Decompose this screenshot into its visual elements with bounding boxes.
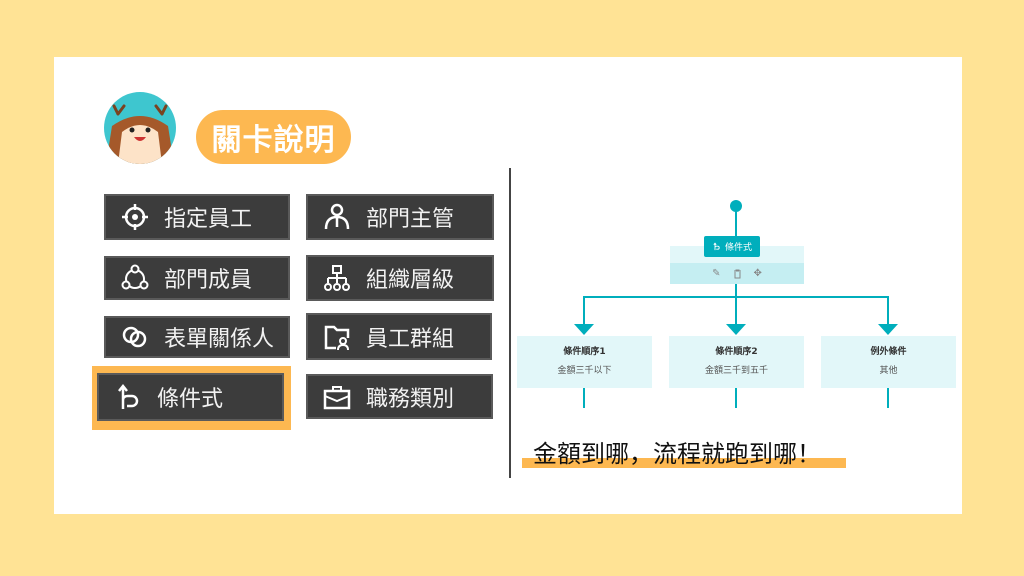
conditional-node-label[interactable]: 條件式	[704, 236, 760, 257]
button-label: 組織層級	[366, 268, 455, 293]
connector	[735, 284, 737, 324]
connector	[735, 388, 737, 408]
button-label: 部門主管	[366, 207, 455, 232]
connector	[735, 206, 737, 238]
edit-icon[interactable]: ✎	[712, 268, 721, 279]
button-label: 表單關係人	[164, 327, 275, 352]
button-employee-group[interactable]: 員工群組	[306, 313, 492, 360]
arrow-down-icon	[574, 324, 594, 335]
supervisor-icon	[324, 203, 350, 230]
target-icon	[122, 204, 148, 230]
button-department-members[interactable]: 部門成員	[104, 256, 290, 300]
button-job-category[interactable]: 職務類別	[306, 374, 493, 419]
connector	[583, 296, 889, 298]
button-department-supervisor[interactable]: 部門主管	[306, 194, 494, 240]
arrow-down-icon	[726, 324, 746, 335]
connector	[583, 388, 585, 408]
trash-icon[interactable]	[733, 269, 742, 279]
branch-box[interactable]: 條件順序1 金額三千以下	[517, 336, 652, 388]
branch-title: 條件順序1	[563, 347, 606, 357]
connector	[583, 296, 585, 324]
slogan-highlight	[522, 458, 846, 468]
node-label: 條件式	[724, 243, 752, 253]
button-assigned-employee[interactable]: 指定員工	[104, 194, 290, 240]
button-org-level[interactable]: 組織層級	[306, 255, 494, 301]
divider	[509, 168, 511, 478]
branch-desc: 金額三千到五千	[704, 366, 768, 376]
button-label: 指定員工	[164, 207, 253, 232]
move-icon[interactable]: ✥	[753, 268, 762, 279]
members-icon	[121, 264, 149, 290]
page-title: 關卡說明	[196, 110, 351, 164]
branch-desc: 金額三千以下	[557, 366, 612, 376]
folder-user-icon	[324, 325, 350, 350]
branch-box[interactable]: 條件順序2 金額三千到五千	[669, 336, 804, 388]
deer-avatar	[104, 92, 176, 164]
branch-desc: 其他	[879, 366, 898, 376]
button-label: 員工群組	[366, 326, 455, 352]
briefcase-icon	[323, 385, 351, 409]
branch-icon	[713, 242, 720, 251]
button-conditional[interactable]: 條件式	[97, 373, 284, 421]
button-label: 條件式	[157, 387, 224, 412]
button-label: 部門成員	[164, 268, 253, 293]
rings-icon	[122, 326, 147, 348]
branch-icon	[118, 383, 139, 409]
button-form-stakeholders[interactable]: 表單關係人	[104, 316, 290, 358]
slogan: 金額到哪，流程就跑到哪！	[533, 440, 821, 468]
branch-title: 例外條件	[870, 347, 907, 357]
connector	[887, 296, 889, 324]
node-toolbar: ✎ ✥	[670, 263, 804, 284]
branch-title: 條件順序2	[715, 347, 758, 357]
org-chart-icon	[324, 265, 350, 291]
arrow-down-icon	[878, 324, 898, 335]
connector	[887, 388, 889, 408]
button-label: 職務類別	[366, 386, 455, 412]
branch-box[interactable]: 例外條件其他	[821, 336, 956, 388]
